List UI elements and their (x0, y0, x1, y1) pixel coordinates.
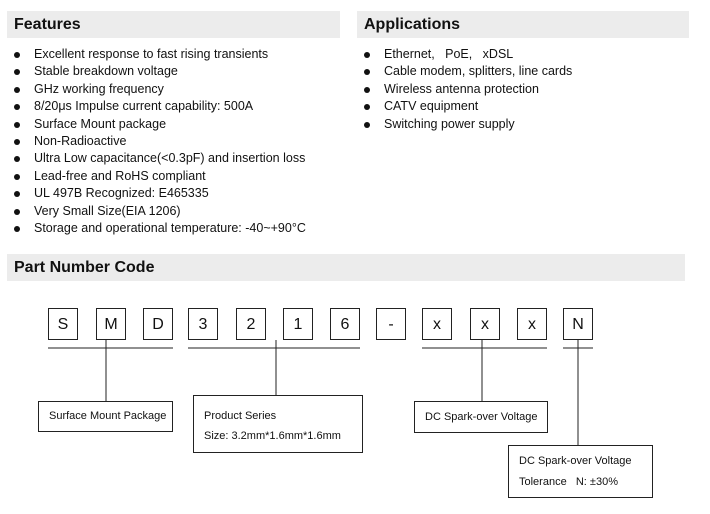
code-cell: 1 (283, 308, 313, 340)
mount-label: Surface Mount Package (49, 410, 167, 422)
list-item: Storage and operational temperature: -40… (12, 220, 306, 237)
list-item: Very Small Size(EIA 1206) (12, 203, 306, 220)
list-item: UL 497B Recognized: E465335 (12, 185, 306, 202)
list-item: CATV equipment (362, 98, 572, 115)
code-cell: S (48, 308, 78, 340)
list-item: Switching power supply (362, 116, 572, 133)
voltage-label-box: DC Spark-over Voltage (414, 401, 548, 433)
tolerance-label-box: DC Spark-over Voltage Tolerance N: ±30% (508, 445, 653, 498)
list-item: GHz working frequency (12, 81, 306, 98)
code-cell: x (422, 308, 452, 340)
features-heading: Features (7, 11, 340, 38)
code-cell: 2 (236, 308, 266, 340)
list-item: Stable breakdown voltage (12, 63, 306, 80)
code-cell: N (563, 308, 593, 340)
code-cell: x (517, 308, 547, 340)
tolerance-voltage-label: DC Spark-over Voltage (519, 455, 632, 467)
part-number-heading: Part Number Code (7, 254, 685, 281)
list-item: Ultra Low capacitance(<0.3pF) and insert… (12, 150, 306, 167)
list-item: 8/20μs Impulse current capability: 500A (12, 98, 306, 115)
list-item: Non-Radioactive (12, 133, 306, 150)
series-label-box: Product Series Size: 3.2mm*1.6mm*1.6mm (193, 395, 363, 453)
voltage-label: DC Spark-over Voltage (425, 411, 538, 423)
list-item: Surface Mount package (12, 116, 306, 133)
code-cell: 6 (330, 308, 360, 340)
applications-list: Ethernet, PoE, xDSL Cable modem, splitte… (362, 46, 572, 133)
list-item: Lead-free and RoHS compliant (12, 168, 306, 185)
list-item: Ethernet, PoE, xDSL (362, 46, 572, 63)
applications-heading: Applications (357, 11, 689, 38)
tolerance-value: Tolerance N: ±30% (519, 476, 618, 488)
list-item: Cable modem, splitters, line cards (362, 63, 572, 80)
list-item: Excellent response to fast rising transi… (12, 46, 306, 63)
code-cell: x (470, 308, 500, 340)
list-item: Wireless antenna protection (362, 81, 572, 98)
features-list: Excellent response to fast rising transi… (12, 46, 306, 237)
code-cell: M (96, 308, 126, 340)
series-size: Size: 3.2mm*1.6mm*1.6mm (204, 430, 341, 442)
series-label: Product Series (204, 410, 277, 422)
code-cell: 3 (188, 308, 218, 340)
mount-label-box: Surface Mount Package (38, 401, 173, 432)
code-cell: D (143, 308, 173, 340)
code-cell: - (376, 308, 406, 340)
